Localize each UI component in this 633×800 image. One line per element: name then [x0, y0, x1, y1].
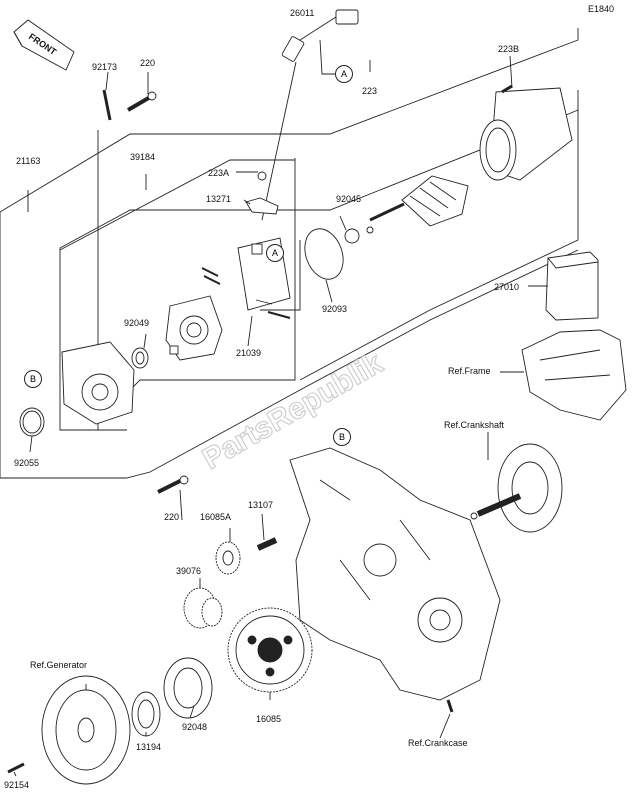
- generator-rotor: [41, 675, 131, 785]
- part-label[interactable]: 92049: [124, 318, 150, 328]
- part-label[interactable]: 220: [140, 58, 156, 68]
- ref-generator-label[interactable]: Ref.Generator: [30, 660, 88, 670]
- starter-motor: [479, 84, 573, 181]
- part-label[interactable]: 223B: [498, 44, 520, 54]
- svg-text:PartsRepublik: PartsRepublik: [200, 346, 388, 476]
- part-label[interactable]: 92045: [336, 194, 362, 204]
- part-label[interactable]: 92055: [14, 458, 40, 468]
- diagram-code: E1840: [588, 4, 615, 14]
- part-label[interactable]: 16085A: [200, 512, 232, 522]
- part-label[interactable]: 21163: [16, 156, 41, 166]
- callout-a-brush: A: [266, 244, 284, 262]
- ref-frame-label[interactable]: Ref.Frame: [448, 366, 491, 376]
- svg-text:FRONT: FRONT: [27, 31, 59, 57]
- crankshaft: [470, 443, 563, 533]
- part-label[interactable]: 92048: [182, 722, 208, 732]
- crankcase: [289, 447, 501, 713]
- part-label[interactable]: 21039: [236, 348, 262, 358]
- part-label[interactable]: 13194: [136, 742, 162, 752]
- part-label[interactable]: 26011: [290, 8, 315, 18]
- part-label[interactable]: 16085: [256, 714, 282, 724]
- front-label: FRONT: [27, 31, 59, 57]
- armature: [344, 175, 469, 244]
- part-label[interactable]: 92154: [4, 780, 30, 790]
- part-label[interactable]: 39184: [130, 152, 156, 162]
- callout-b-left: B: [24, 370, 42, 388]
- part-label[interactable]: 27010: [494, 282, 520, 292]
- part-label[interactable]: 220: [164, 512, 180, 522]
- callout-a-top: A: [335, 65, 353, 83]
- brush-holder: [201, 237, 291, 319]
- callout-b-crankcase: B: [333, 428, 351, 446]
- part-label[interactable]: 92093: [322, 304, 348, 314]
- ref-crankcase-label[interactable]: Ref.Crankcase: [408, 738, 468, 748]
- part-label[interactable]: 13107: [248, 500, 274, 510]
- part-label[interactable]: 92173: [92, 62, 118, 72]
- ring-gear: [227, 607, 313, 693]
- ref-crankshaft-label[interactable]: Ref.Crankshaft: [444, 420, 505, 430]
- gear-housing: [61, 341, 135, 425]
- part-label[interactable]: 13271: [206, 194, 232, 204]
- front-arrow-icon: [13, 19, 75, 71]
- end-cover: [165, 295, 223, 361]
- part-label[interactable]: 223A: [208, 168, 230, 178]
- watermark: PartsRepublik: [200, 346, 389, 477]
- starter-relay: [545, 251, 599, 321]
- part-label[interactable]: 39076: [176, 566, 202, 576]
- frame-bracket: [521, 329, 627, 421]
- part-label[interactable]: 223: [362, 86, 378, 96]
